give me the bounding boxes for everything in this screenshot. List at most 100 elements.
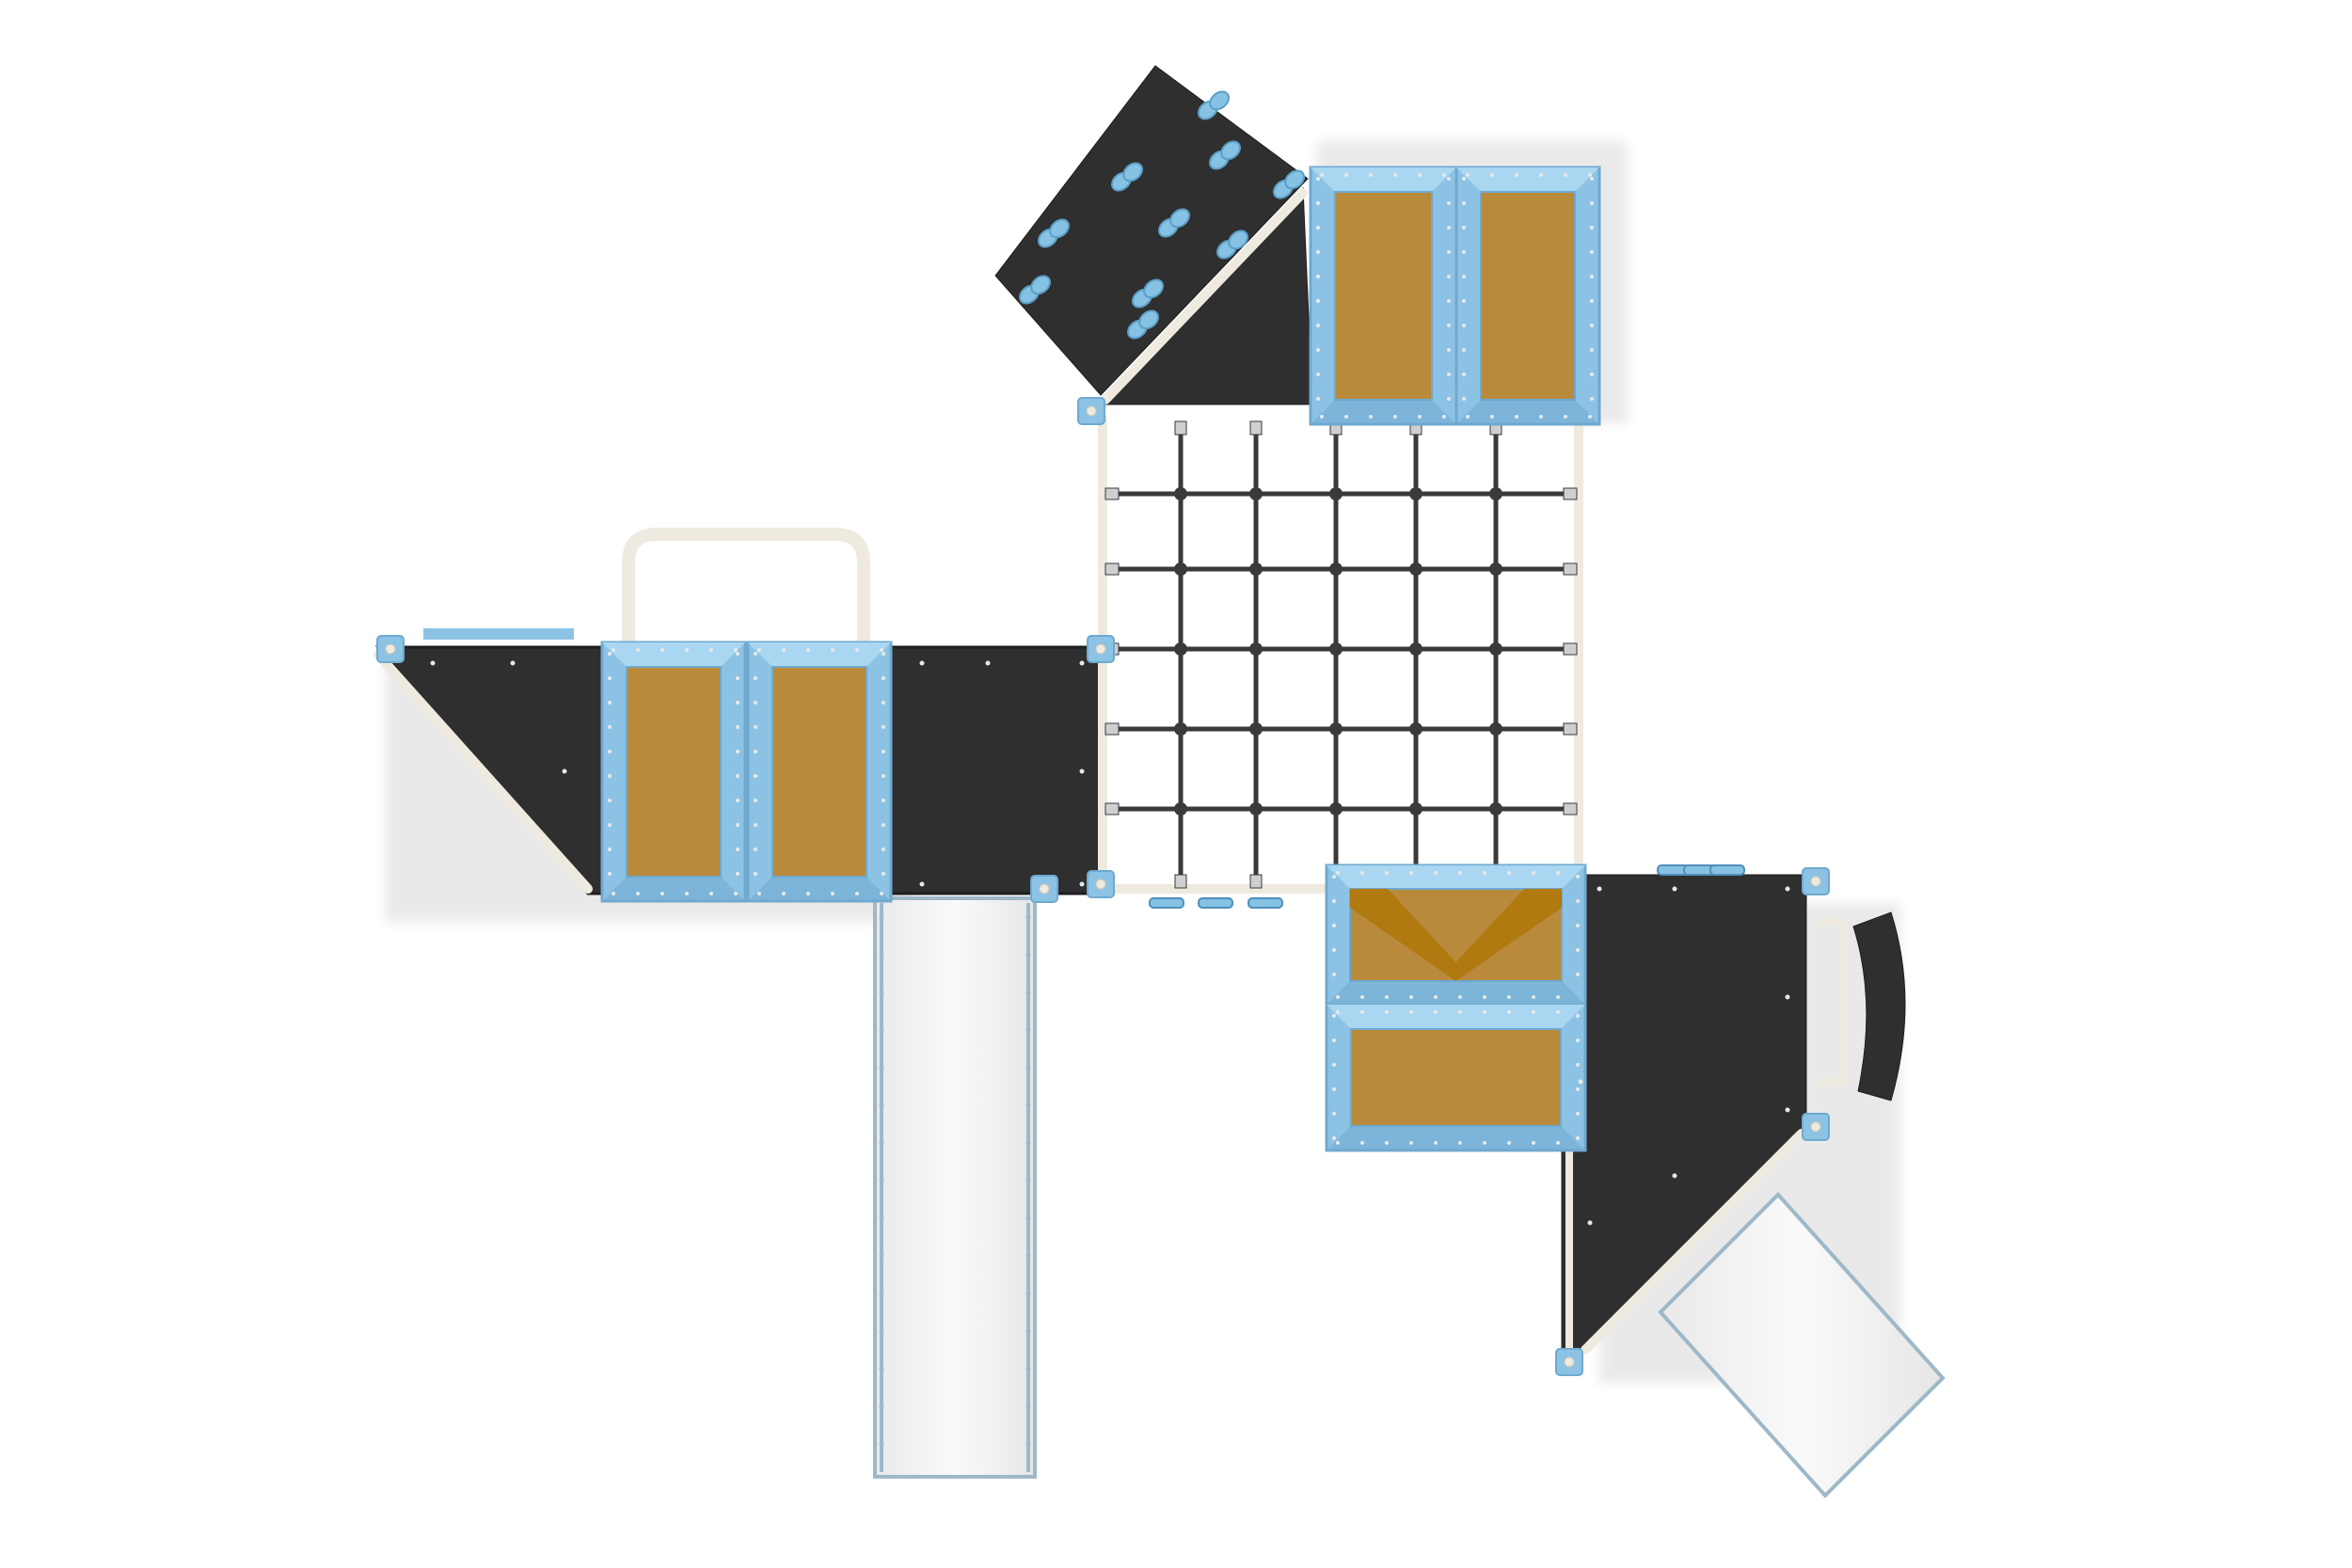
bolt-icon [1316,275,1320,278]
climbing-hold-icon [1038,218,1070,248]
bolt-icon [754,652,757,656]
bolt-icon [1576,1087,1580,1091]
bolt-icon [1316,177,1320,181]
bolt-icon [1785,886,1790,892]
post-top [1086,405,1097,417]
bolt-icon [1447,397,1451,401]
bolt-icon [1320,173,1324,177]
post-top [1039,883,1050,895]
bolt-icon [985,660,991,666]
deck-bolts [430,660,1790,1226]
net-knot [1489,487,1502,500]
net-anchor [1104,487,1120,500]
bolt-icon [1434,1141,1438,1145]
bolt-icon [1025,1027,1031,1033]
net-knot [1249,487,1263,500]
clamp-icon [1149,897,1184,909]
bolt-icon [1576,973,1580,976]
roof-panel [771,666,867,878]
bolt-icon [879,952,884,958]
bolt-icon [1466,173,1470,177]
bolt-icon [1462,372,1466,376]
bolt-icon [1539,173,1543,177]
net-knot [1489,562,1502,576]
bolt-icon [1785,994,1790,1000]
bolt-icon [1336,1010,1340,1014]
bolt-icon [1556,1141,1560,1145]
bolt-icon [1590,275,1594,278]
bolt-icon [1590,299,1594,303]
bolt-icon [1418,415,1422,419]
bolt-icon [734,648,738,652]
cargo-net [1098,414,1583,894]
bolt-icon [879,1291,884,1296]
bolt-icon [1025,1291,1031,1296]
bolt-icon [1025,1178,1031,1183]
bolt-icon [1532,1010,1535,1014]
bolt-icon [1556,1010,1560,1014]
bolt-icon [1532,1141,1535,1145]
bolt-icon [1590,397,1594,401]
bolt-icon [879,990,884,995]
bolt-icon [1409,871,1413,875]
bolt-icon [782,892,786,895]
bolt-icon [754,750,757,753]
post-top [1564,1356,1575,1368]
bolt-icon [1385,995,1389,999]
bolt-icon [1316,299,1320,303]
climbing-holds [1019,90,1305,340]
net-knot [1409,802,1422,816]
bolt-icon [430,660,436,666]
bolt-icon [1025,1065,1031,1070]
bolt-icon [1507,995,1511,999]
roof-bevel-top [1311,167,1456,192]
bolt-icon [608,823,612,827]
bolt-icon [1483,871,1486,875]
bolt-icon [880,648,883,652]
bolt-icon [1434,1010,1438,1014]
net-knot [1249,802,1263,816]
bolt-icon [1483,1010,1486,1014]
bolt-icon [754,774,757,778]
bolt-icon [1462,226,1466,230]
bolt-icon [1576,1063,1580,1067]
bolt-icon [608,872,612,876]
clamps [1149,864,1745,909]
bolt-icon [754,725,757,729]
bolt-icon [736,676,739,680]
bolt-icon [879,1403,884,1409]
bolt-icon [1576,899,1580,903]
bolt-icon [879,1253,884,1259]
roof-bevel-bottom [1327,981,1585,1005]
roof-bevel-top [602,642,745,667]
bolt-icon [734,892,738,895]
bolt-icon [1409,995,1413,999]
bolt-icon [879,1102,884,1108]
bolt-icon [1360,1141,1364,1145]
bolt-icon [1025,1366,1031,1371]
net-knot [1174,802,1187,816]
bolt-icon [612,648,615,652]
bolt-icon [736,701,739,705]
net-anchor [1563,642,1578,656]
bolt-icon [1447,250,1451,254]
bolt-icon [1434,871,1438,875]
bolt-icon [608,725,612,729]
bolt-icon [1483,995,1486,999]
bolt-icon [1590,348,1594,352]
bolt-icon [1332,1063,1336,1067]
climbing-hold-icon [1158,208,1190,238]
bolt-icon [754,847,757,851]
bolt-icon [1576,875,1580,879]
roof-panel [1480,191,1576,401]
roof-bevel-bottom [1456,400,1599,424]
bolt-icon [608,847,612,851]
bolt-icon [1490,415,1494,419]
bolt-icon [1025,1441,1031,1447]
bolt-icon [1447,324,1451,327]
bolt-icon [1360,1010,1364,1014]
net-knot [1489,722,1502,736]
net-knot [1489,642,1502,656]
climbing-hold-icon [1209,140,1241,170]
bolt-icon [754,823,757,827]
